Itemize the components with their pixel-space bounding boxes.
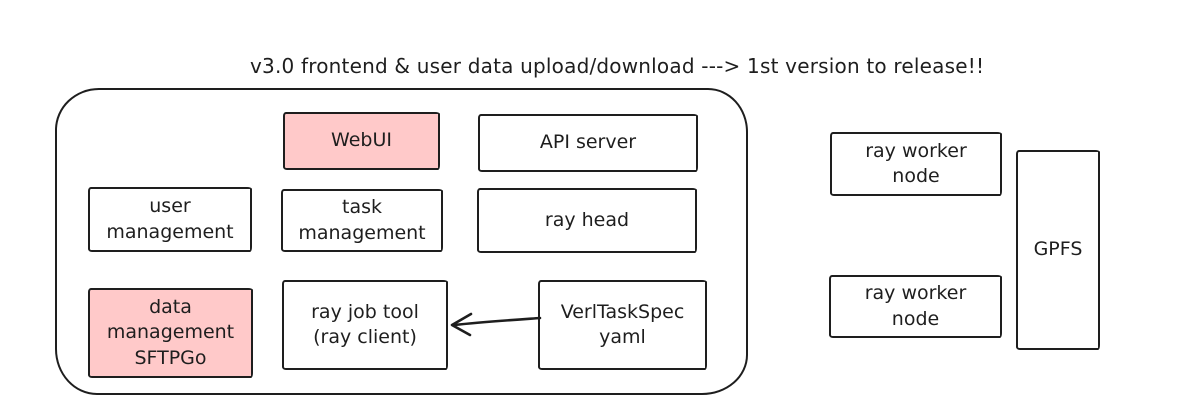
task-management-label: task management — [298, 196, 426, 244]
arrow-verltaskspec-to-rayjobtool-icon — [450, 312, 542, 337]
ray-job-tool-box: ray job tool (ray client) — [282, 280, 448, 370]
data-management-sftpgo-label: data management SFTPGo — [106, 296, 235, 369]
gpfs-box: GPFS — [1016, 150, 1100, 350]
data-management-sftpgo-box: data management SFTPGo — [88, 288, 253, 378]
user-management-label: user management — [106, 195, 234, 243]
ray-head-label: ray head — [544, 208, 630, 231]
ray-worker-node-top-box: ray worker node — [830, 132, 1002, 196]
verl-task-spec-yaml-box: VerlTaskSpec yaml — [538, 280, 707, 370]
user-management-box: user management — [88, 187, 252, 252]
ray-job-tool-label: ray job tool (ray client) — [311, 300, 419, 348]
api-server-box: API server — [478, 114, 698, 172]
frontend-group-container — [55, 88, 748, 395]
ray-worker-node-bottom-label: ray worker node — [864, 282, 967, 330]
verl-task-spec-yaml-label: VerlTaskSpec yaml — [560, 300, 685, 348]
gpfs-label: GPFS — [1033, 238, 1083, 261]
ray-worker-node-bottom-box: ray worker node — [829, 275, 1002, 338]
webui-box: WebUI — [283, 112, 440, 170]
diagram-title: v3.0 frontend & user data upload/downloa… — [250, 54, 985, 78]
task-management-box: task management — [281, 189, 443, 252]
api-server-label: API server — [539, 131, 637, 154]
ray-worker-node-top-label: ray worker node — [865, 139, 967, 187]
ray-head-box: ray head — [477, 188, 697, 253]
webui-label: WebUI — [331, 129, 392, 152]
